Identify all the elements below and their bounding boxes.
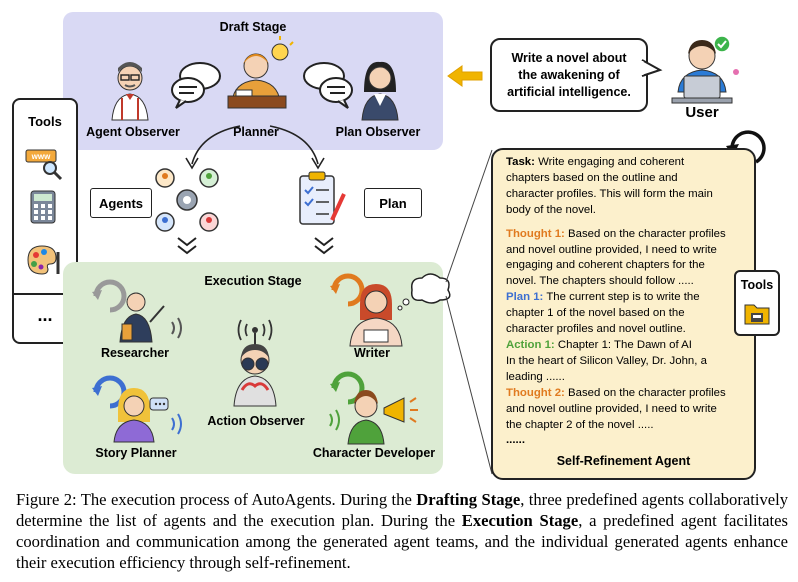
self-refinement-panel: Task: Write engaging and coherent chapte…	[491, 148, 756, 480]
steps-block: Thought 1: Based on the character profil…	[506, 227, 744, 450]
researcher-icon	[92, 279, 182, 343]
character-developer-icon	[329, 371, 418, 445]
task-text: character profiles. This will form the m…	[506, 187, 713, 200]
chat-bubbles-icon	[303, 62, 353, 109]
flow-arrows	[185, 125, 325, 170]
agent-observer-label: Agent Observer	[86, 125, 180, 139]
user-icon	[671, 35, 739, 104]
bubble-tail	[640, 59, 663, 77]
planner-label: Planner	[233, 125, 279, 139]
story-planner-icon	[92, 375, 182, 443]
thought1-text: novel. The chapters should follow .....	[506, 275, 694, 288]
plan1-label: Plan 1:	[506, 291, 544, 304]
palette-icon	[27, 245, 60, 275]
reasoning-trace: Task: Write engaging and coherent chapte…	[506, 155, 744, 449]
task-block: Task: Write engaging and coherent chapte…	[506, 155, 744, 219]
continuation-ellipsis: ......	[506, 434, 525, 447]
agent-tools-box: Tools	[734, 270, 780, 336]
plan-output-label: Plan	[364, 188, 422, 218]
chevron-down-icon	[314, 237, 334, 255]
thought1-label: Thought 1:	[506, 227, 565, 240]
tools-divider	[14, 293, 76, 295]
folder-icon	[744, 304, 770, 325]
tools-panel-title: Tools	[28, 114, 62, 129]
thought1-text: and novel outline provided, I need to wr…	[506, 243, 717, 256]
web-search-icon: www	[25, 149, 63, 181]
user-request-line: artificial intelligence.	[507, 84, 631, 99]
figure-caption: Figure 2: The execution process of AutoA…	[16, 489, 788, 573]
more-tools-label: ...	[37, 305, 53, 325]
user-request-line: Write a novel about	[511, 50, 627, 65]
thought2-text: the chapter 2 of the novel .....	[506, 418, 654, 431]
execution-stage-title: Execution Stage	[204, 274, 302, 288]
thought2-label: Thought 2:	[506, 386, 565, 399]
draft-stage-title: Draft Stage	[219, 20, 287, 34]
plan1-text: The current step is to write the	[546, 291, 700, 304]
zoom-connector-lines	[445, 149, 493, 475]
task-text: Write engaging and coherent	[538, 156, 685, 168]
plan-observer-label: Plan Observer	[335, 125, 421, 139]
agents-output-label: Agents	[90, 188, 152, 218]
action1-text: Chapter 1: The Dawn of AI	[557, 338, 692, 351]
task-label: Task:	[506, 156, 535, 168]
planner-icon	[227, 36, 294, 109]
agent-observer-icon	[111, 62, 149, 121]
thought2-text: and novel outline provided, I need to wr…	[506, 402, 717, 415]
caption-text: , a predefined agent facilitates coordin…	[16, 511, 788, 572]
thought1-text: engaging and coherent chapters for the	[506, 259, 705, 272]
user-request-line: the awakening of	[518, 67, 620, 82]
action1-label: Action 1:	[506, 338, 555, 351]
task-text: chapters based on the outline and	[506, 171, 678, 184]
writer-icon	[330, 273, 451, 347]
svg-text:www: www	[31, 152, 51, 161]
caption-bold-execution: Execution Stage	[461, 511, 579, 530]
action-observer-label: Action Observer	[207, 414, 305, 428]
character-developer-label: Character Developer	[312, 446, 436, 460]
agent-tools-label: Tools	[740, 278, 774, 292]
task-text: body of the novel.	[506, 203, 596, 216]
story-planner-label: Story Planner	[95, 446, 177, 460]
chat-bubbles-icon	[171, 62, 221, 109]
writer-label: Writer	[354, 346, 390, 360]
plan-clipboard-icon	[299, 171, 346, 225]
chevron-down-icon	[177, 237, 197, 255]
action1-text: leading ......	[506, 370, 565, 383]
action1-text: In the heart of Silicon Valley, Dr. John…	[506, 354, 707, 367]
plan-observer-icon	[361, 61, 399, 121]
thought1-text: Based on the character profiles	[568, 227, 726, 240]
plan1-text: character profiles and novel outline.	[506, 323, 686, 336]
self-refinement-title: Self-Refinement Agent	[556, 454, 691, 468]
user-request-bubble: Write a novel about the awakening of art…	[490, 38, 648, 112]
caption-text: Figure 2: The execution process of AutoA…	[16, 490, 417, 509]
calculator-icon	[30, 190, 56, 224]
caption-text: , three predefined agents collaborativel…	[16, 490, 789, 530]
action-observer-icon	[233, 319, 277, 407]
agents-network-icon	[155, 168, 219, 232]
plan1-text: chapter 1 of the novel based on the	[506, 307, 685, 320]
user-label: User	[685, 104, 719, 121]
caption-bold-drafting: Drafting Stage	[416, 490, 521, 509]
input-arrow-icon	[447, 65, 483, 87]
researcher-label: Researcher	[100, 346, 170, 360]
thought2-text: Based on the character profiles	[568, 386, 726, 399]
